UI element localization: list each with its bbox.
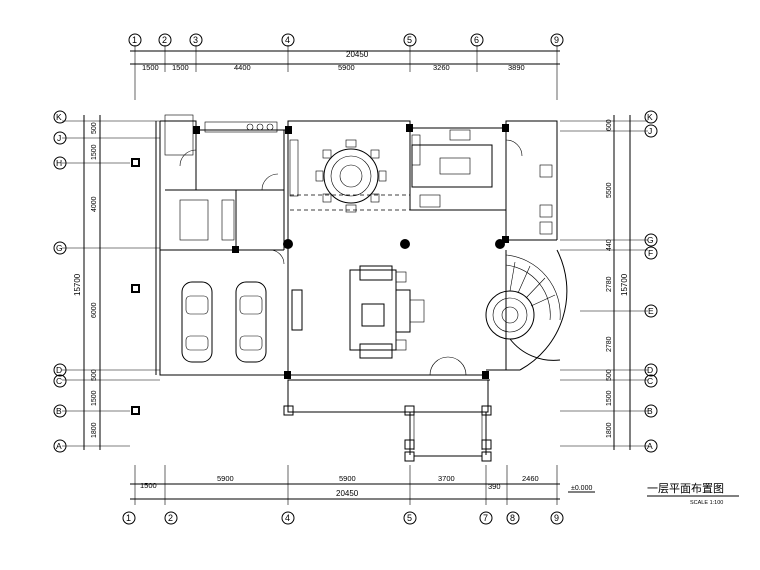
right-dim-seg: 5500 (606, 182, 613, 198)
garage-cars (181, 281, 267, 363)
building-walls (155, 120, 568, 381)
left-total-dim: 15700 (73, 273, 82, 296)
top-axis-label: 2 (162, 35, 167, 45)
bottom-axis-label: 2 (168, 513, 173, 523)
left-axis-label: H (56, 158, 62, 168)
doors (179, 139, 523, 376)
top-dim-seg: 3890 (508, 63, 525, 72)
bottom-axis-label: 8 (510, 513, 515, 523)
bottom-axis-label: 5 (407, 513, 412, 523)
right-dim-seg: 500 (606, 369, 613, 381)
top-axis-label: 4 (285, 35, 290, 45)
top-total-dim: 20450 (346, 50, 369, 59)
right-total-dim: 15700 (620, 273, 629, 296)
left-axis-label: K (56, 112, 62, 122)
bottom-axis-label: 4 (285, 513, 290, 523)
top-axis-label: 5 (407, 35, 412, 45)
right-axis-bubbles: K J G F E D C B A (644, 110, 658, 453)
top-dimensions: 20450 1500 1500 4400 5900 3260 3890 1 2 … (128, 33, 564, 100)
top-dim-seg: 5900 (338, 63, 355, 72)
right-axis-label: A (647, 441, 653, 451)
level-mark: ±0.000 (568, 485, 595, 493)
right-dim-seg: 2780 (606, 276, 613, 292)
bottom-axis-label: 9 (554, 513, 559, 523)
bottom-dim-seg: 5900 (339, 474, 356, 483)
left-axis-label: D (56, 365, 62, 375)
right-axis-label: E (648, 306, 654, 316)
top-axis-label: 1 (132, 35, 137, 45)
bottom-axis-bubbles: 1 2 4 5 7 8 9 (122, 511, 564, 525)
bottom-dim-seg: 1500 (140, 481, 157, 490)
right-axis-label: J (648, 126, 652, 136)
room-fixtures (164, 114, 553, 241)
left-axis-bubbles: K J H G D C B A (53, 110, 67, 453)
right-axis-label: K (647, 112, 653, 122)
bottom-dim-seg: 3700 (438, 474, 455, 483)
exterior-column-markers (131, 158, 140, 415)
right-axis-label: D (647, 365, 653, 375)
top-dim-seg: 1500 (172, 63, 189, 72)
left-dim-seg: 1800 (91, 422, 98, 438)
right-dim-seg: 440 (606, 239, 613, 251)
right-dim-seg: 1800 (606, 422, 613, 438)
drawing-title-block: 一层平面布置图 SCALE 1:100 (647, 482, 739, 506)
left-dimensions: 15700 500 1500 4000 6000 500 1500 1800 K… (53, 110, 160, 453)
right-axis-label: G (647, 235, 654, 245)
bottom-dim-seg: 5900 (217, 474, 234, 483)
right-dimensions: 15700 600 5500 440 2780 2780 500 1500 18… (560, 110, 658, 453)
bottom-total-dim: 20450 (336, 489, 359, 498)
top-dim-seg: 3260 (433, 63, 450, 72)
top-dim-seg: 4400 (234, 63, 251, 72)
dining-table (315, 139, 387, 213)
left-axis-label: A (56, 441, 62, 451)
left-dim-seg: 500 (91, 122, 98, 134)
bottom-dim-seg: 2460 (522, 474, 539, 483)
entry-porch (283, 379, 492, 462)
left-axis-label: G (56, 243, 63, 253)
level-mark-text: ±0.000 (571, 485, 592, 492)
left-dim-seg: 1500 (91, 144, 98, 160)
right-dim-seg: 1500 (606, 390, 613, 406)
left-dim-seg: 6000 (91, 302, 98, 318)
right-axis-label: B (647, 406, 653, 416)
left-axis-label: B (56, 406, 62, 416)
right-axis-label: F (648, 248, 653, 258)
left-axis-label: J (57, 133, 61, 143)
right-axis-label: C (647, 376, 653, 386)
spiral-staircase (485, 254, 561, 361)
bottom-dim-seg: 390 (488, 482, 501, 491)
left-dim-seg: 1500 (91, 390, 98, 406)
left-dim-seg: 4000 (91, 196, 98, 212)
bottom-dimensions: 1500 5900 5900 3700 390 2460 20450 1 2 4… (122, 465, 564, 525)
right-dim-seg: 600 (606, 119, 613, 131)
top-axis-bubbles: 1 2 3 4 5 6 9 (128, 33, 564, 47)
drawing-scale: SCALE 1:100 (690, 500, 723, 506)
top-axis-label: 9 (554, 35, 559, 45)
structural-columns (193, 124, 509, 379)
left-axis-label: C (56, 376, 62, 386)
drawing-title: 一层平面布置图 (647, 482, 724, 495)
right-dim-seg: 2780 (606, 336, 613, 352)
living-room-sofa-set (291, 265, 425, 359)
top-axis-label: 3 (193, 35, 198, 45)
left-dim-seg: 500 (91, 369, 98, 381)
top-dim-seg: 1500 (142, 63, 159, 72)
bottom-axis-label: 7 (483, 513, 488, 523)
top-axis-label: 6 (474, 35, 479, 45)
bottom-axis-label: 1 (126, 513, 131, 523)
